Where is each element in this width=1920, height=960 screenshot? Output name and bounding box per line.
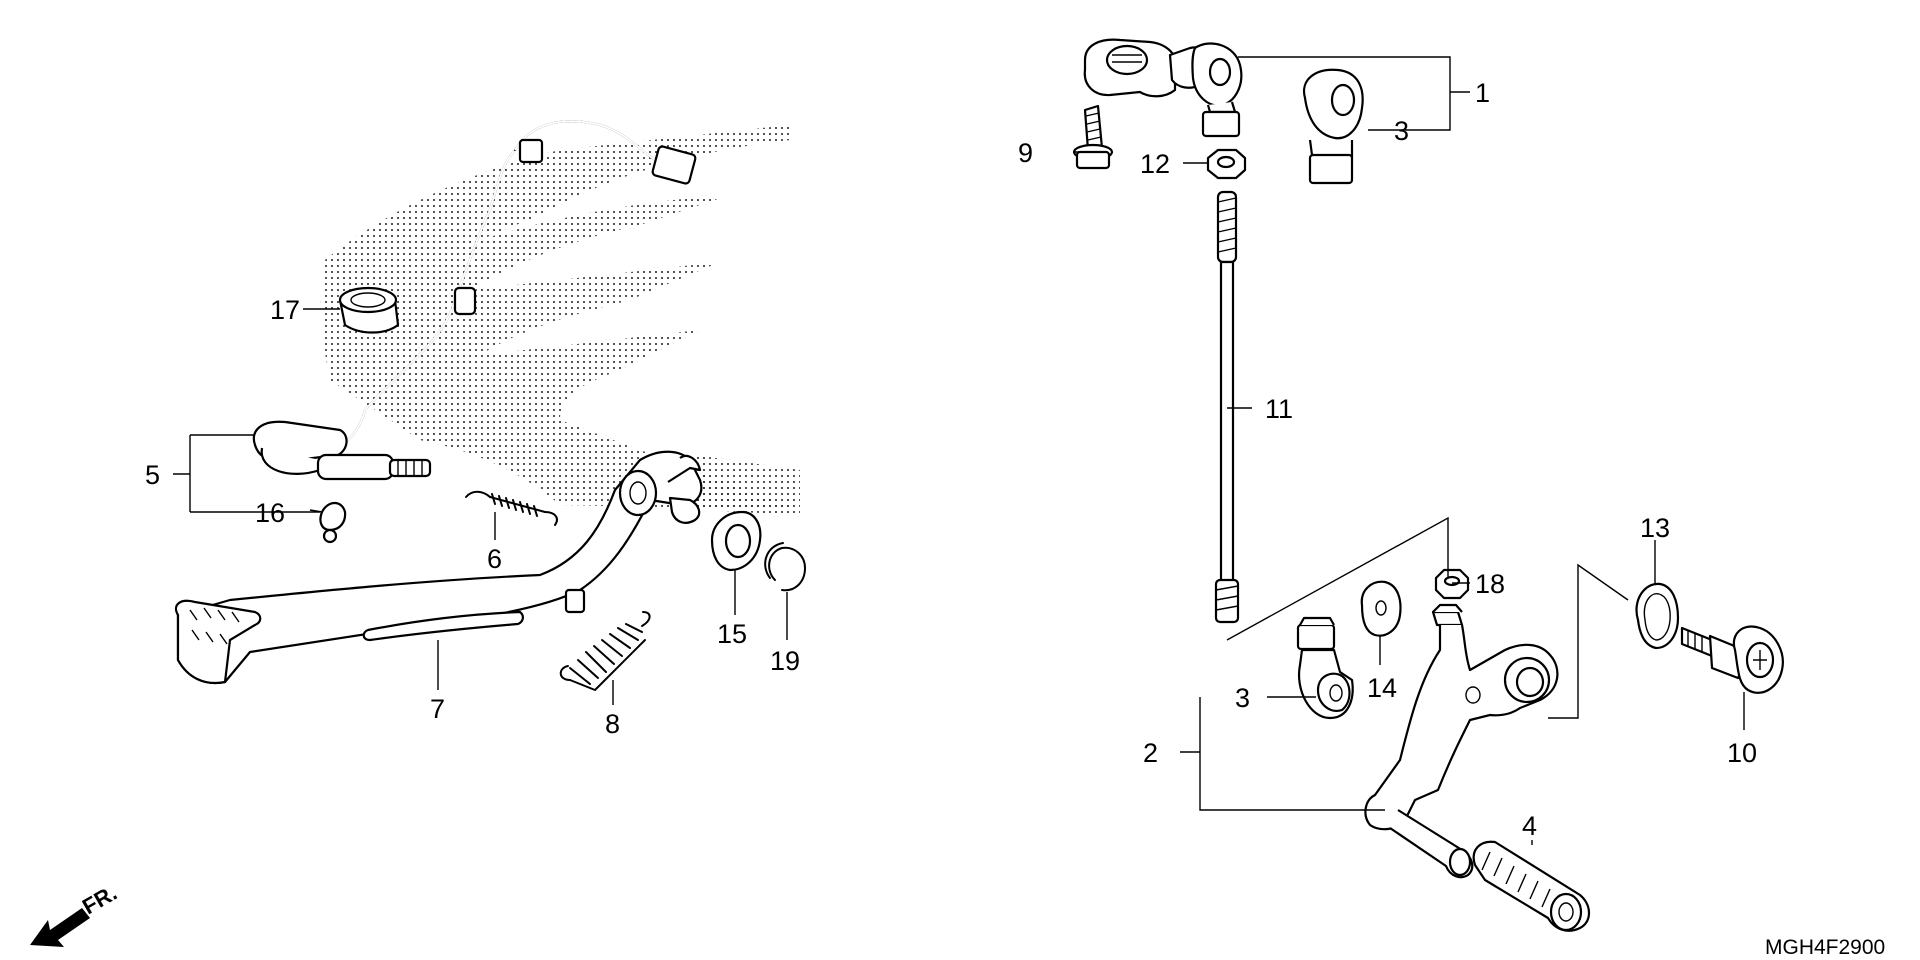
callout-2: 2 — [1143, 738, 1158, 768]
callout-3-lower: 3 — [1235, 683, 1250, 713]
part-16-clip — [319, 501, 347, 544]
callout-1: 1 — [1475, 78, 1490, 108]
callout-17: 17 — [270, 295, 300, 325]
part-9-bolt — [1072, 104, 1114, 170]
callout-13: 13 — [1640, 513, 1670, 543]
part-19-circlip — [764, 542, 806, 592]
part-8-return-spring — [559, 611, 651, 691]
callout-16: 16 — [255, 498, 285, 528]
callout-7: 7 — [430, 694, 445, 724]
part-10-pivot-bolt — [1680, 625, 1784, 694]
callout-leaders-left — [173, 308, 788, 705]
callout-19: 19 — [770, 646, 800, 676]
part-17-cap — [338, 286, 400, 334]
part-3-ball-joint-lower — [1296, 616, 1354, 720]
callout-11: 11 — [1265, 394, 1293, 424]
part-4-pedal-rubber — [1472, 840, 1591, 932]
part-7-brake-pedal — [174, 450, 703, 685]
callout-14: 14 — [1367, 673, 1397, 703]
part-5-brake-switch — [252, 120, 697, 481]
callout-15: 15 — [717, 619, 747, 649]
callout-12: 12 — [1140, 149, 1170, 179]
callout-9: 9 — [1018, 138, 1033, 168]
part-11-shift-rod — [1214, 190, 1240, 624]
callout-5: 5 — [145, 460, 160, 490]
callout-10: 10 — [1727, 738, 1757, 768]
part-13-dust-seal — [1635, 582, 1680, 650]
callout-6: 6 — [487, 544, 502, 574]
callout-4: 4 — [1522, 811, 1537, 841]
part-3-ball-joint-upper — [1302, 68, 1364, 185]
front-direction-arrow: FR. — [30, 880, 121, 947]
callout-18: 18 — [1475, 569, 1505, 599]
part-15-washer — [710, 510, 762, 572]
diagram-code: MGH4F2900 — [1765, 936, 1885, 959]
part-2-gearshift-pedal — [1364, 603, 1559, 879]
part-18-nut — [1434, 568, 1470, 600]
part-14-washer — [1360, 580, 1402, 637]
callout-3-upper: 3 — [1394, 116, 1409, 146]
part-1-upper-joint-arm — [1083, 38, 1243, 138]
callout-8: 8 — [605, 709, 620, 739]
part-6-switch-spring — [465, 490, 558, 526]
part-12-nut — [1206, 148, 1247, 180]
callout-leaders-right — [1075, 56, 1745, 845]
